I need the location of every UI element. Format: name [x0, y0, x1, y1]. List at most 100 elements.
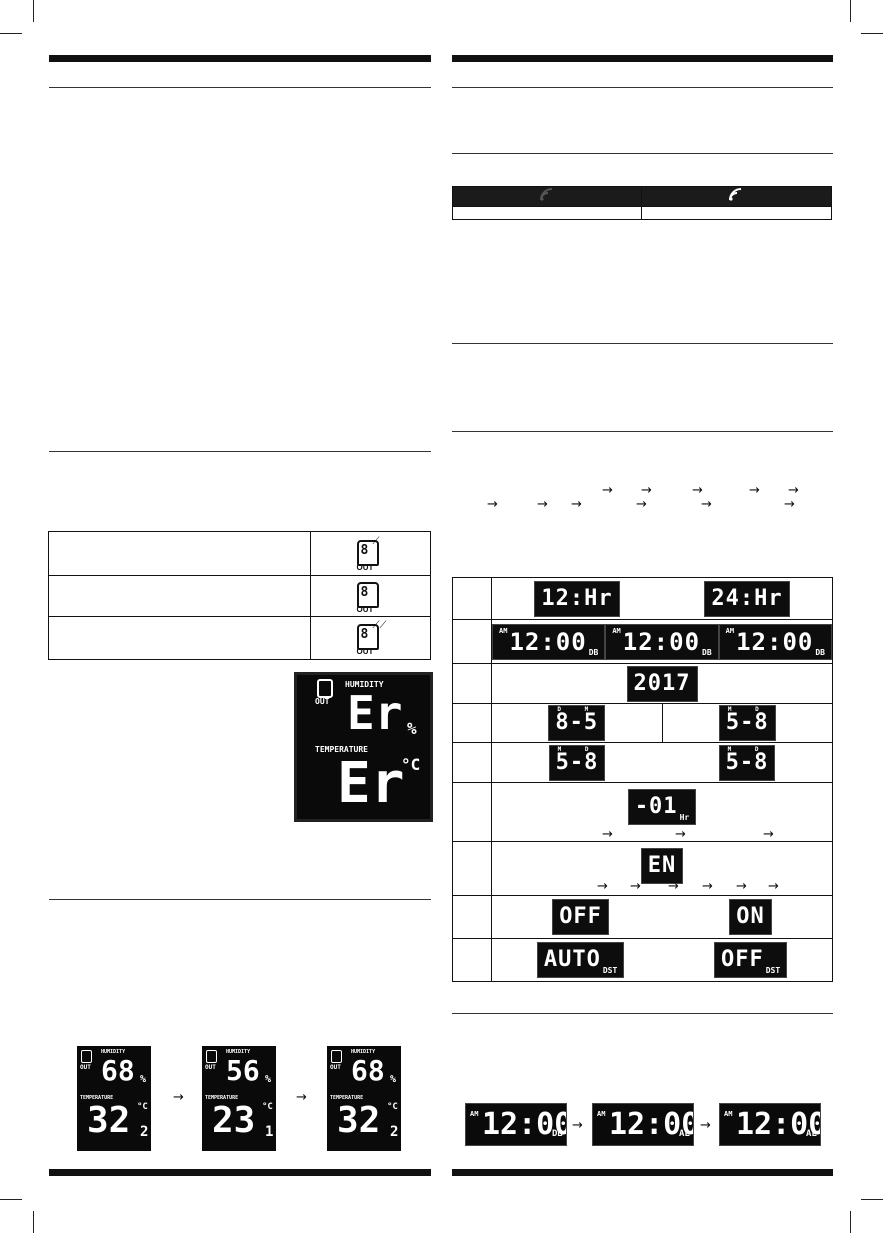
arrow-icon: → — [692, 483, 703, 498]
temperature-label: TEMPERATURE — [205, 1095, 239, 1101]
humidity-unit: % — [265, 1074, 272, 1085]
crop-mark — [861, 1199, 883, 1200]
settings-display-cell: EN — [491, 841, 833, 896]
arrow-icon: → — [641, 483, 652, 498]
lcd-value: ON — [736, 904, 765, 929]
out-label: OUT — [356, 647, 374, 656]
arrow-icon: → — [296, 1090, 307, 1105]
settings-label-cell — [451, 703, 493, 743]
lcd-suffix: DB — [702, 647, 712, 657]
temperature-label: TEMPERATURE — [80, 1095, 114, 1101]
arrow-icon: → — [675, 827, 686, 842]
channel-lcd-screen: OUT HUMIDITY 68 % TEMPERATURE 32 °C 2 — [77, 1046, 151, 1151]
arrow-icon: → — [630, 879, 641, 894]
section-rule — [49, 451, 431, 452]
arrow-icon: → — [571, 497, 582, 512]
settings-row: OFF ON — [451, 895, 833, 939]
settings-label-cell — [451, 895, 493, 939]
outdoor-house-icon — [81, 1050, 92, 1063]
section-rule — [49, 899, 431, 900]
humidity-unit: % — [140, 1074, 147, 1085]
lcd-sup: M D — [727, 706, 769, 713]
lcd-value: 8-5 — [555, 710, 599, 735]
lcd-value: OFF — [720, 947, 764, 972]
signal-weak-cell — [452, 186, 642, 207]
temperature-label: TEMPERATURE — [330, 1095, 364, 1101]
outdoor-house-icon — [317, 679, 333, 698]
temperature-value: Er — [337, 751, 405, 816]
lcd-value: AUTO — [543, 947, 601, 972]
outdoor-house-icon — [331, 1050, 342, 1063]
sensor-status-table: 8 OUT ⟋ 8 OUT 8 OUT ⟋⟋ — [48, 531, 431, 660]
lcd-value: 12:00 — [509, 627, 587, 656]
error-lcd-screen: OUT HUMIDITY Er % TEMPERATURE Er °C — [294, 672, 433, 822]
lcd-ampm: AM — [612, 626, 621, 635]
lcd-value: 12:00 — [622, 627, 701, 656]
arrow-icon: → — [537, 497, 548, 512]
arrow-icon: → — [749, 483, 760, 498]
settings-label-cell — [451, 663, 493, 704]
lcd-value: 24:Hr — [711, 585, 783, 611]
lcd-value: 12:00 — [736, 627, 814, 656]
lcd-display: 12:Hr — [534, 580, 620, 617]
arrow-icon: → — [701, 497, 712, 512]
section-rule — [452, 343, 833, 344]
lcd-value: 5-8 — [725, 710, 769, 735]
signal-strong-cell — [640, 186, 832, 207]
arrow-icon: → — [602, 483, 613, 498]
lcd-value: 2017 — [633, 670, 691, 696]
section-rule — [452, 153, 833, 154]
channel-lcd-screen: OUT HUMIDITY 68 % TEMPERATURE 32 °C 2 — [327, 1046, 401, 1151]
settings-display-cell: 12:Hr 24:Hr — [491, 577, 833, 620]
temperature-unit: °C — [262, 1102, 273, 1112]
humidity-label: HUMIDITY — [345, 680, 384, 689]
alarm-lcd-screen: AM 12:00 AL — [592, 1103, 694, 1146]
settings-label-cell — [451, 619, 493, 664]
lcd-value: 5-8 — [725, 749, 769, 775]
lcd-sup: M D — [557, 745, 599, 753]
humidity-value: 68 — [351, 1054, 385, 1087]
lcd-value: OFF — [559, 904, 602, 929]
lcd-ampm: AM — [499, 626, 508, 635]
settings-label-cell — [451, 782, 493, 842]
section-rule — [452, 1013, 833, 1014]
lcd-display: ON — [729, 899, 772, 935]
crop-mark — [861, 33, 883, 34]
out-label: OUT — [356, 605, 374, 614]
channel-lcd-screen: OUT HUMIDITY 56 % TEMPERATURE 23 °C 1 — [202, 1046, 276, 1151]
settings-label-cell — [451, 841, 493, 896]
humidity-label: HUMIDITY — [351, 1049, 376, 1055]
settings-row: EN — [451, 841, 833, 896]
lcd-ampm: AM — [724, 1110, 733, 1118]
arrow-icon: → — [173, 1090, 184, 1105]
out-label: OUT — [315, 697, 330, 706]
alarm-lcd-screen: AM 12:00 AL — [719, 1103, 821, 1146]
sensor-digit: 8 — [360, 542, 369, 558]
temperature-decimal: 2 — [390, 1124, 399, 1140]
lcd-display: OFF — [552, 899, 609, 935]
lcd-sup: M D — [727, 745, 769, 753]
signal-strength-table — [452, 186, 832, 220]
arrow-icon: → — [736, 879, 747, 894]
weak-signal-icon — [539, 188, 552, 201]
settings-row: 2017 — [451, 663, 833, 704]
section-rule — [49, 87, 431, 88]
settings-display-cell: 2017 — [491, 663, 833, 704]
settings-label-cell — [451, 742, 493, 783]
humidity-label: HUMIDITY — [226, 1049, 251, 1055]
lcd-suffix: Hr — [679, 813, 690, 822]
arrow-icon: → — [784, 497, 795, 512]
strong-signal-icon — [729, 188, 742, 201]
crop-mark — [33, 0, 34, 22]
lcd-ampm: AM — [725, 626, 735, 635]
arrow-icon: → — [702, 879, 713, 894]
section-rule — [452, 87, 833, 88]
lcd-ampm: AM — [597, 1110, 606, 1118]
